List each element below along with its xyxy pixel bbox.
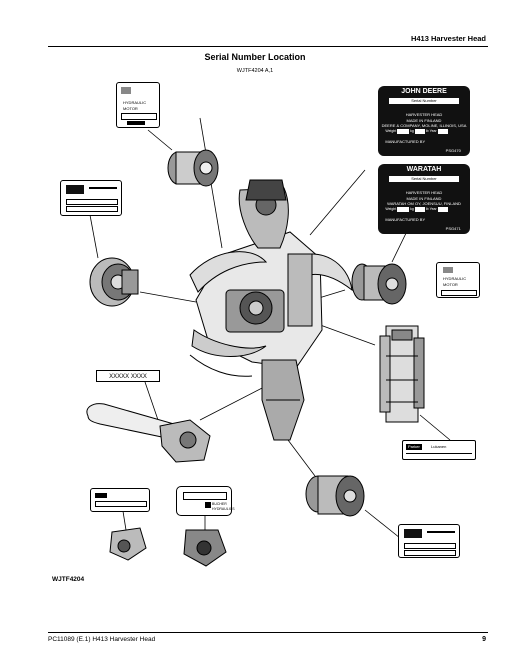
leader-line <box>311 321 376 346</box>
weight-label: Weight <box>385 129 397 134</box>
logo-icon <box>443 267 453 273</box>
weight-field <box>397 129 410 134</box>
bucher-logo-icon <box>205 502 211 508</box>
plate-brand: WARATAH <box>406 166 442 173</box>
lb-field <box>414 207 425 212</box>
leader-line <box>309 169 366 236</box>
serial-number-placeholder: XXXXX XXXX <box>96 370 160 382</box>
plate-weight-row: Weight kg lb Year <box>385 207 462 213</box>
field-box <box>66 206 118 212</box>
lb-label: lb <box>425 207 429 212</box>
leader-line <box>139 291 197 303</box>
plate-serial-label: Serial Number <box>389 98 459 104</box>
header-title: H413 Harvester Head <box>410 34 486 43</box>
plate-address: DEERE & COMPANY, MOLINE, ILLINOIS, USA <box>381 123 467 128</box>
pmi-plate-left <box>60 180 122 216</box>
leader-line <box>287 439 316 477</box>
field-box <box>66 199 118 205</box>
pmi-logo-icon <box>66 185 84 194</box>
plate-line1: HYDRAULIC <box>123 100 147 105</box>
year-field <box>437 207 448 212</box>
field-box <box>95 501 147 507</box>
field-box-dark <box>127 121 145 125</box>
year-label: Year <box>429 129 437 134</box>
motor-left <box>89 257 139 307</box>
parker-logo: Parker <box>406 444 422 450</box>
leader-line <box>364 509 401 539</box>
plate-code: PSG470 <box>445 148 461 153</box>
leader-line <box>147 129 173 151</box>
hydraulic-motor-plate-right: HYDRAULIC MOTOR <box>436 262 480 298</box>
hydraulic-motor-top <box>167 149 219 187</box>
plate-code: PSG471 <box>445 226 461 231</box>
text-line <box>89 187 117 189</box>
harvester-head-drawing <box>189 179 353 441</box>
weight-field <box>397 207 410 212</box>
text-line <box>427 531 455 533</box>
plate-line2: MOTOR <box>123 106 138 111</box>
field-box <box>121 113 157 120</box>
bucher-plate: BUCHER HYDRAULICS <box>176 486 235 516</box>
plate-brand: JOHN DEERE <box>401 88 447 95</box>
field-box <box>183 492 227 500</box>
lb-label: lb <box>425 129 429 134</box>
plate-line2: MOTOR <box>443 282 458 287</box>
year-field <box>437 129 448 134</box>
page-number: 9 <box>482 636 486 643</box>
figure-label: WJTF4204 <box>52 576 85 583</box>
year-label: Year <box>429 207 437 212</box>
pmi-logo-icon <box>404 529 422 538</box>
parker-plate: Parker Lukanen <box>402 440 476 460</box>
field-box <box>404 543 456 549</box>
lb-field <box>414 129 425 134</box>
plate-weight-row: Weight kg lb Year <box>385 129 462 135</box>
weight-label: Weight <box>385 207 397 212</box>
parker-text: Lukanen <box>431 444 447 449</box>
plate-made-in: MADE IN FINLAND <box>406 118 442 123</box>
leader-line <box>419 414 451 441</box>
bucher-sub: HYDRAULICS <box>212 507 235 511</box>
saw-bar <box>86 403 211 463</box>
motor-small-center <box>183 529 227 567</box>
leader-line <box>199 384 269 421</box>
field-box <box>441 290 477 296</box>
leader-line <box>89 214 99 259</box>
logo-icon <box>121 87 131 94</box>
motor-bottom <box>305 475 365 517</box>
weight-unit: kg <box>410 207 414 212</box>
footer-text: PC11089 (E.1) H413 Harvester Head <box>48 636 156 643</box>
field-box <box>404 550 456 556</box>
hydraulic-motor-plate-left: HYDRAULIC MOTOR <box>116 82 160 128</box>
plate-serial-label: Serial Number <box>389 176 459 182</box>
motor-small-left <box>109 527 147 561</box>
pmi-plate-right <box>398 524 460 558</box>
john-deere-plate: JOHN DEERE Serial Number HARVESTER HEAD … <box>378 86 470 156</box>
plate-model: HARVESTER HEAD <box>405 112 443 117</box>
waratah-plate: WARATAH Serial Number HARVESTER HEAD MAD… <box>378 164 470 234</box>
field-line <box>406 453 472 454</box>
plate-manufactured-by: MANUFACTURED BY <box>385 217 426 222</box>
footer-rule <box>48 632 488 633</box>
valve-block <box>379 325 425 423</box>
page-title: Serial Number Location <box>204 52 306 62</box>
plate-model: HARVESTER HEAD <box>405 190 443 195</box>
plate-manufactured-by: MANUFACTURED BY <box>385 139 426 144</box>
small-plate-left <box>90 488 150 512</box>
bucher-brand: BUCHER <box>212 502 227 506</box>
header-rule <box>48 46 488 47</box>
figure-reference: WJTF4204 A,1 <box>236 68 274 74</box>
logo-icon <box>95 493 107 498</box>
weight-unit: kg <box>410 129 414 134</box>
plate-made-in: MADE IN FINLAND <box>406 196 442 201</box>
motor-right <box>351 263 407 305</box>
plate-line1: HYDRAULIC <box>443 276 467 281</box>
plate-address: WARATAH OM OY, JOENSUU, FINLAND <box>387 201 461 206</box>
